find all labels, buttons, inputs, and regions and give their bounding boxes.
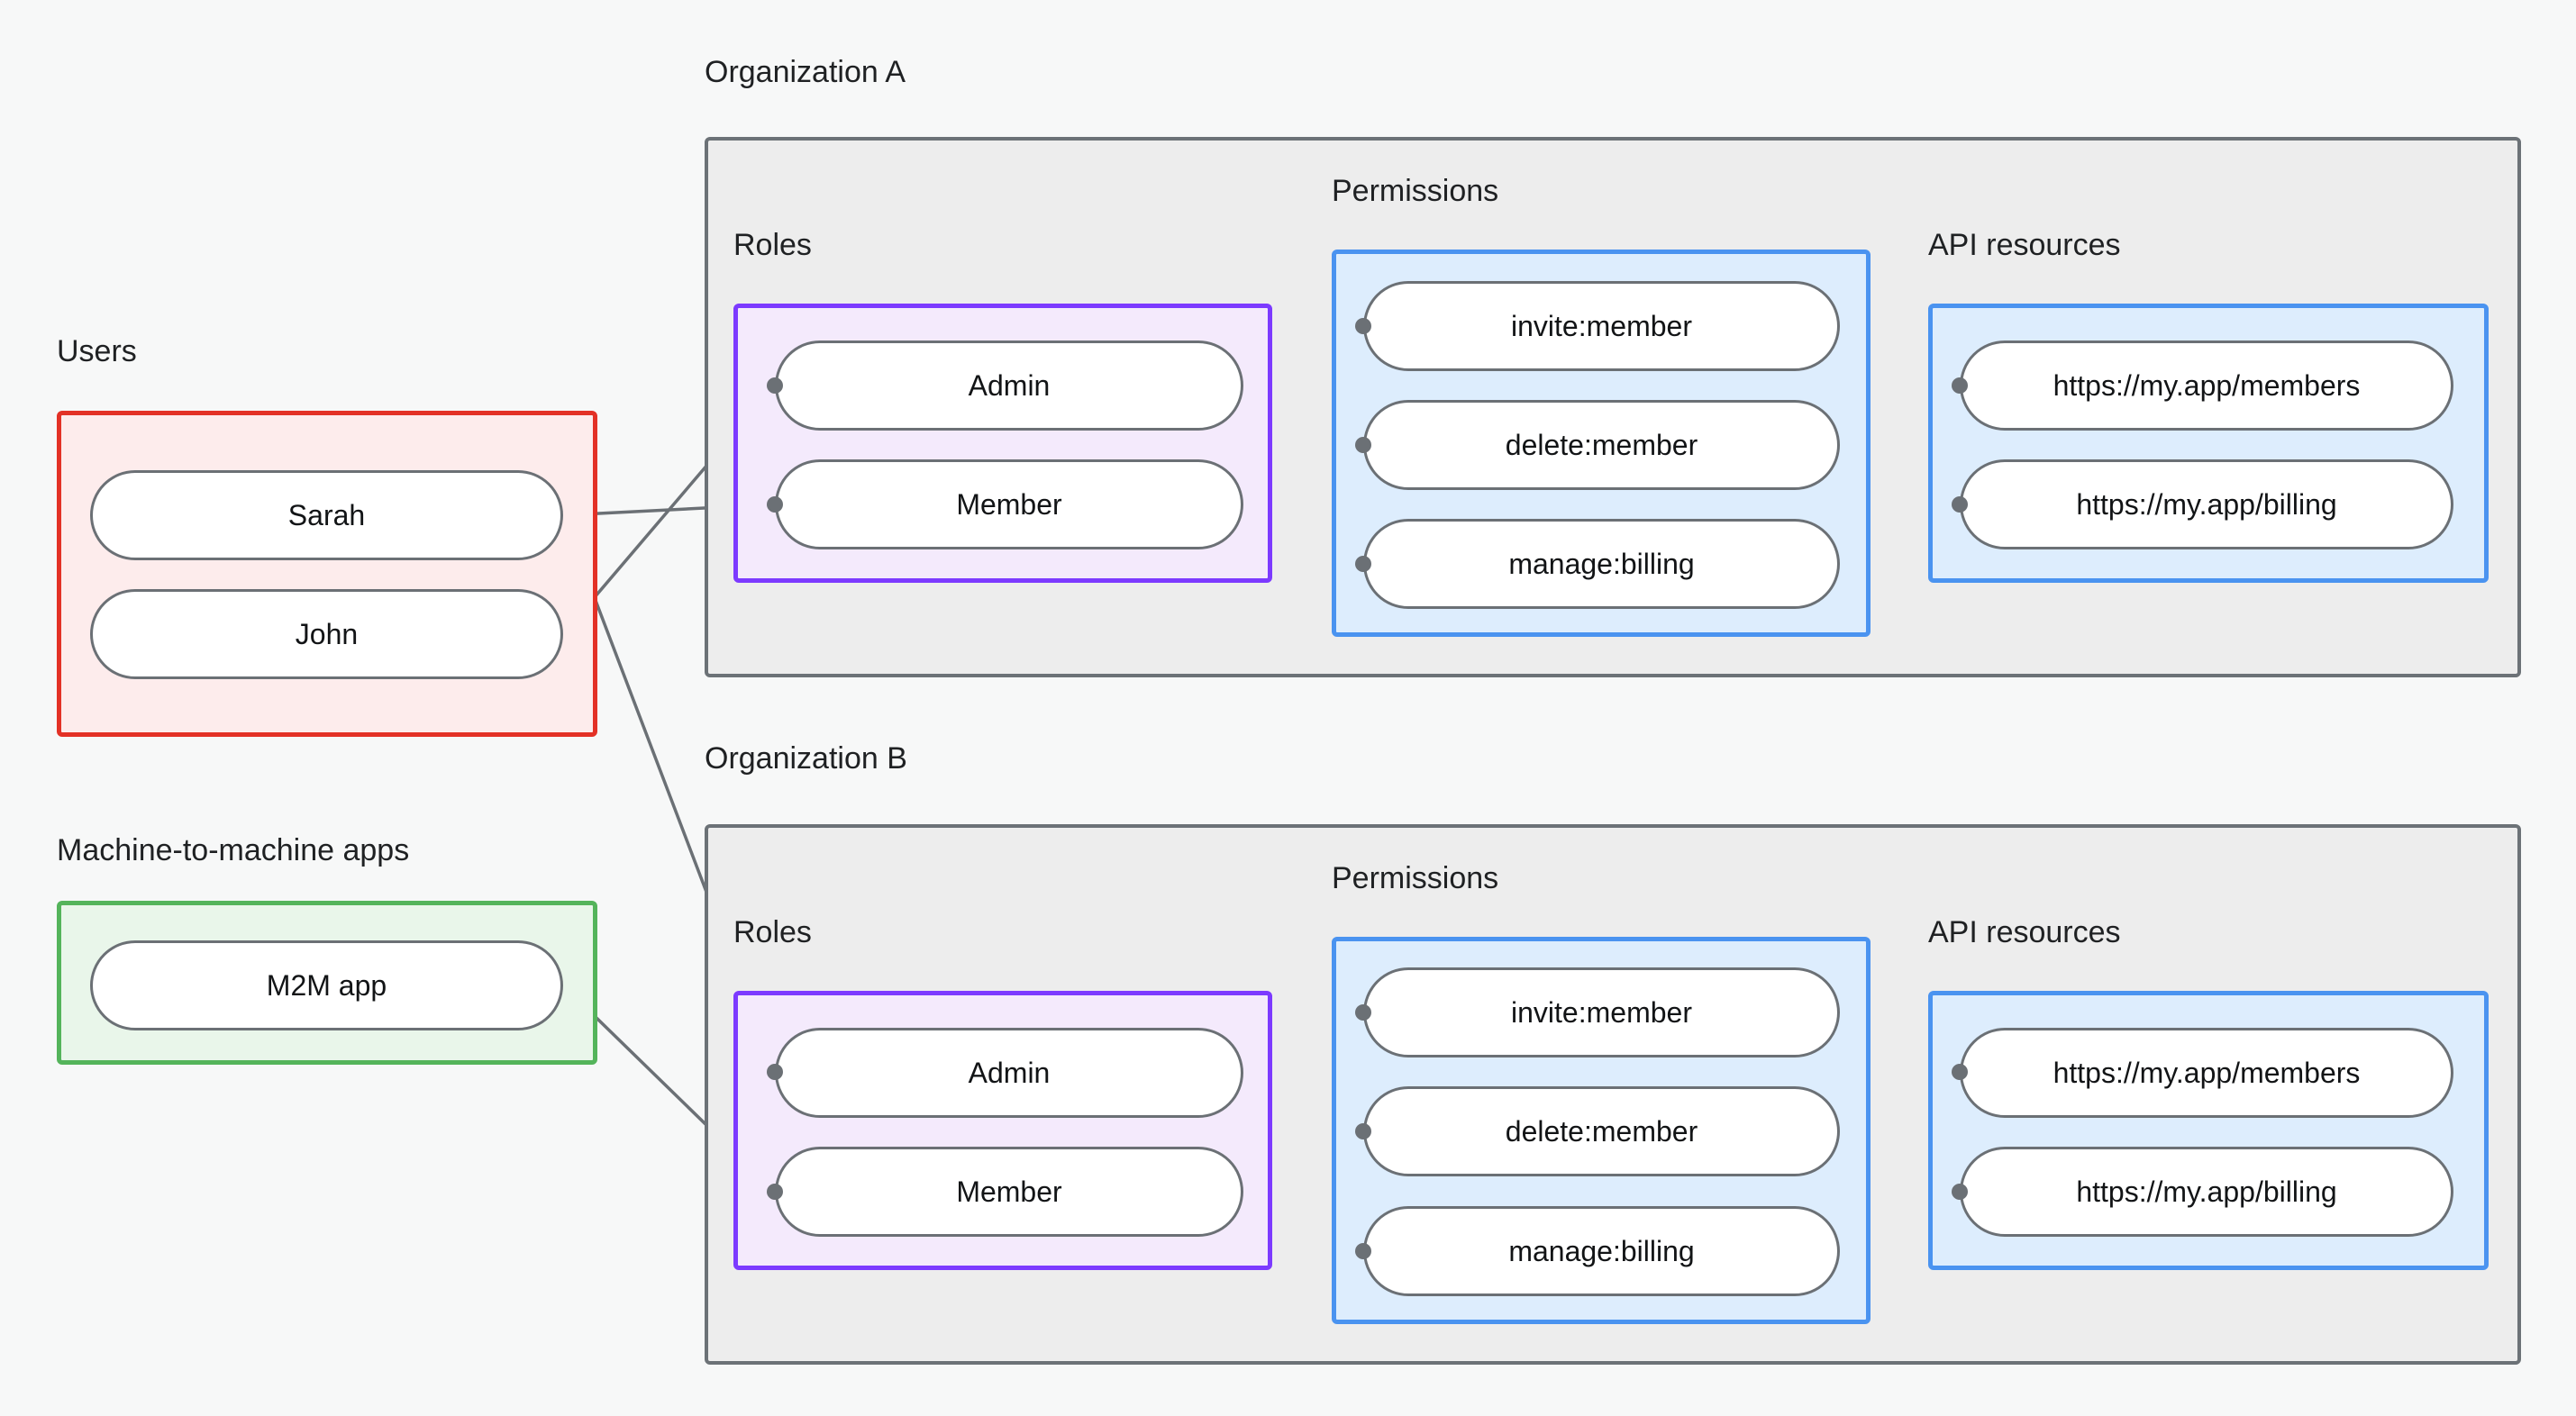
connector-dot-org-b-res-members [1952,1064,1968,1080]
org-a-permission-node-delete-member[interactable]: delete:member [1363,400,1840,490]
org-a-role-node-admin[interactable]: Admin [775,340,1243,431]
org-a-permissions-label: Permissions [1332,174,1499,208]
org-a-permission-label-delete-member: delete:member [1505,428,1698,461]
user-node-sarah[interactable]: Sarah [90,470,563,560]
connector-dot-org-a-invite [1355,318,1371,334]
org-a-permission-node-invite-member[interactable]: invite:member [1363,281,1840,371]
m2m-label-app: M2M app [266,968,387,1002]
org-b-permission-label-invite-member: invite:member [1511,995,1692,1029]
org-a-permission-label-manage-billing: manage:billing [1508,547,1695,580]
org-b-api-resources-label: API resources [1928,915,2121,949]
org-a-api-resource-label-billing: https://my.app/billing [2076,487,2337,521]
org-b-api-resource-node-billing[interactable]: https://my.app/billing [1960,1147,2453,1237]
connector-dot-org-a-delete [1355,437,1371,453]
org-a-permission-label-invite-member: invite:member [1511,309,1692,342]
connector-dot-org-b-member [767,1184,783,1200]
org-a-roles-label: Roles [733,228,812,262]
org-b-label: Organization B [705,741,907,776]
connector-dot-org-a-member [767,496,783,513]
connector-dot-org-b-invite [1355,1004,1371,1021]
org-a-api-resources-label: API resources [1928,228,2121,262]
org-b-permission-label-delete-member: delete:member [1505,1114,1698,1148]
m2m-node-app[interactable]: M2M app [90,940,563,1030]
m2m-group-label: Machine-to-machine apps [57,833,410,867]
org-a-label: Organization A [705,55,906,89]
org-b-role-label-member: Member [956,1175,1062,1208]
connector-dot-org-a-res-members [1952,377,1968,394]
user-label-sarah: Sarah [287,498,366,531]
org-a-api-resource-node-members[interactable]: https://my.app/members [1960,340,2453,431]
user-label-john: John [295,617,359,650]
org-b-role-label-admin: Admin [968,1056,1051,1089]
org-b-role-node-member[interactable]: Member [775,1147,1243,1237]
org-b-api-resource-label-billing: https://my.app/billing [2076,1175,2337,1208]
org-b-permission-node-manage-billing[interactable]: manage:billing [1363,1206,1840,1296]
org-a-role-label-member: Member [956,487,1062,521]
connector-dot-org-b-admin [767,1064,783,1080]
user-node-john[interactable]: John [90,589,563,679]
org-a-role-label-admin: Admin [968,368,1051,402]
users-group-label: Users [57,334,137,368]
org-b-role-node-admin[interactable]: Admin [775,1028,1243,1118]
connector-dot-org-a-billing [1355,556,1371,572]
org-b-permissions-label: Permissions [1332,861,1499,895]
org-b-roles-label: Roles [733,915,812,949]
connector-dot-org-b-billing [1355,1243,1371,1259]
org-b-api-resource-node-members[interactable]: https://my.app/members [1960,1028,2453,1118]
connector-dot-org-a-admin [767,377,783,394]
org-b-permission-node-invite-member[interactable]: invite:member [1363,967,1840,1057]
connector-dot-org-b-delete [1355,1123,1371,1139]
org-a-permission-node-manage-billing[interactable]: manage:billing [1363,519,1840,609]
org-a-api-resource-label-members: https://my.app/members [2053,368,2361,402]
connector-dot-org-a-res-billing [1952,496,1968,513]
org-a-role-node-member[interactable]: Member [775,459,1243,549]
org-b-permission-node-delete-member[interactable]: delete:member [1363,1086,1840,1176]
org-a-api-resource-node-billing[interactable]: https://my.app/billing [1960,459,2453,549]
org-b-permission-label-manage-billing: manage:billing [1508,1234,1695,1267]
users-container [57,411,597,737]
org-b-api-resource-label-members: https://my.app/members [2053,1056,2361,1089]
connector-dot-org-b-res-billing [1952,1184,1968,1200]
